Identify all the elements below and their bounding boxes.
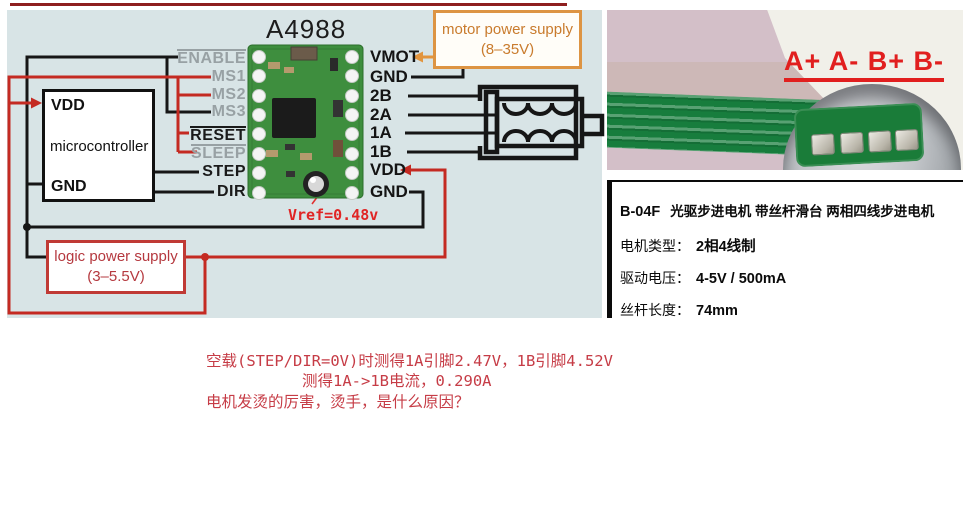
motor-supply-range: (8–35V): [480, 40, 535, 58]
microcontroller-box: VDD microcontroller GND: [42, 89, 155, 202]
solder-pad-4: [894, 128, 919, 152]
pin-label-reset: RESET: [190, 126, 246, 144]
solder-pad-3: [867, 130, 892, 153]
motor-power-supply-box: motor power supply (8–35V): [433, 10, 582, 69]
chip-title: A4988: [266, 14, 347, 44]
spec-description: 光驱步进电机 带丝杆滑台 两相四线步进电机: [670, 204, 935, 219]
spec-value: 74mm: [696, 303, 738, 319]
logic-power-supply-box: logic power supply (3–5.5V): [46, 240, 186, 294]
note-line-2: 测得1A->1B电流，0.290A: [302, 372, 492, 390]
spec-model: B-04F: [620, 204, 661, 220]
spec-title: B-04F 光驱步进电机 带丝杆滑台 两相四线步进电机: [620, 200, 934, 220]
spec-row-motor-type: 电机类型： 2相4线制: [620, 235, 756, 256]
motor-solder-tab: [793, 102, 925, 168]
pin-label-sleep: SLEEP: [191, 144, 246, 162]
motor-spec-panel: B-04F 光驱步进电机 带丝杆滑台 两相四线步进电机 电机类型： 2相4线制 驱动…: [607, 180, 963, 320]
pin-label-ms2: MS2: [211, 86, 246, 103]
pin-label-step: STEP: [202, 163, 246, 180]
pin-label-ms1: MS1: [211, 68, 246, 85]
spec-row-drive-voltage: 驱动电压： 4-5V / 500mA: [620, 268, 786, 288]
spec-value: 2相4线制: [696, 239, 756, 255]
spec-value: 4-5V / 500mA: [696, 271, 787, 287]
pin-label-1b: 1B: [370, 142, 392, 161]
top-border-line: [10, 3, 567, 6]
pin-label-1a: 1A: [370, 123, 392, 142]
mcu-gnd-label: GND: [51, 178, 87, 195]
spec-label: 驱动电压：: [620, 270, 690, 286]
pin-label-gnd-top: GND: [370, 67, 408, 86]
pin-label-vmot: VMOT: [370, 47, 420, 66]
mcu-name-label: microcontroller: [50, 138, 149, 155]
logic-supply-range: (3–5.5V): [87, 268, 145, 285]
pin-label-2b: 2B: [370, 86, 392, 105]
spec-label: 电机类型：: [620, 238, 690, 254]
note-line-3: 电机发烫的厉害，烫手，是什么原因？: [206, 393, 470, 411]
pin-label-2a: 2A: [370, 105, 392, 124]
motor-wire-order-label: A+ A- B+ B-: [784, 46, 945, 82]
solder-pad-1: [810, 133, 835, 156]
vref-annotation: Vref=0.48v: [288, 206, 379, 224]
spec-label: 丝杆长度：: [620, 302, 690, 318]
solder-pad-2: [839, 131, 864, 154]
pin-label-dir: DIR: [216, 183, 246, 200]
spec-row-screw-length: 丝杆长度： 74mm: [620, 300, 738, 320]
pin-label-vdd: VDD: [370, 160, 406, 179]
motor-photo: A+ A- B+ B-: [607, 10, 963, 170]
logic-supply-label: logic power supply: [54, 248, 178, 265]
mcu-vdd-label: VDD: [51, 97, 85, 114]
pin-label-gnd-bottom: GND: [370, 182, 408, 201]
motor-supply-label: motor power supply: [442, 20, 573, 38]
pin-label-enable: ENABLE: [177, 49, 246, 67]
note-line-1: 空载(STEP/DIR=0V)时测得1A引脚2.47V，1B引脚4.52V: [206, 352, 613, 370]
pin-label-ms3: MS3: [211, 103, 246, 120]
